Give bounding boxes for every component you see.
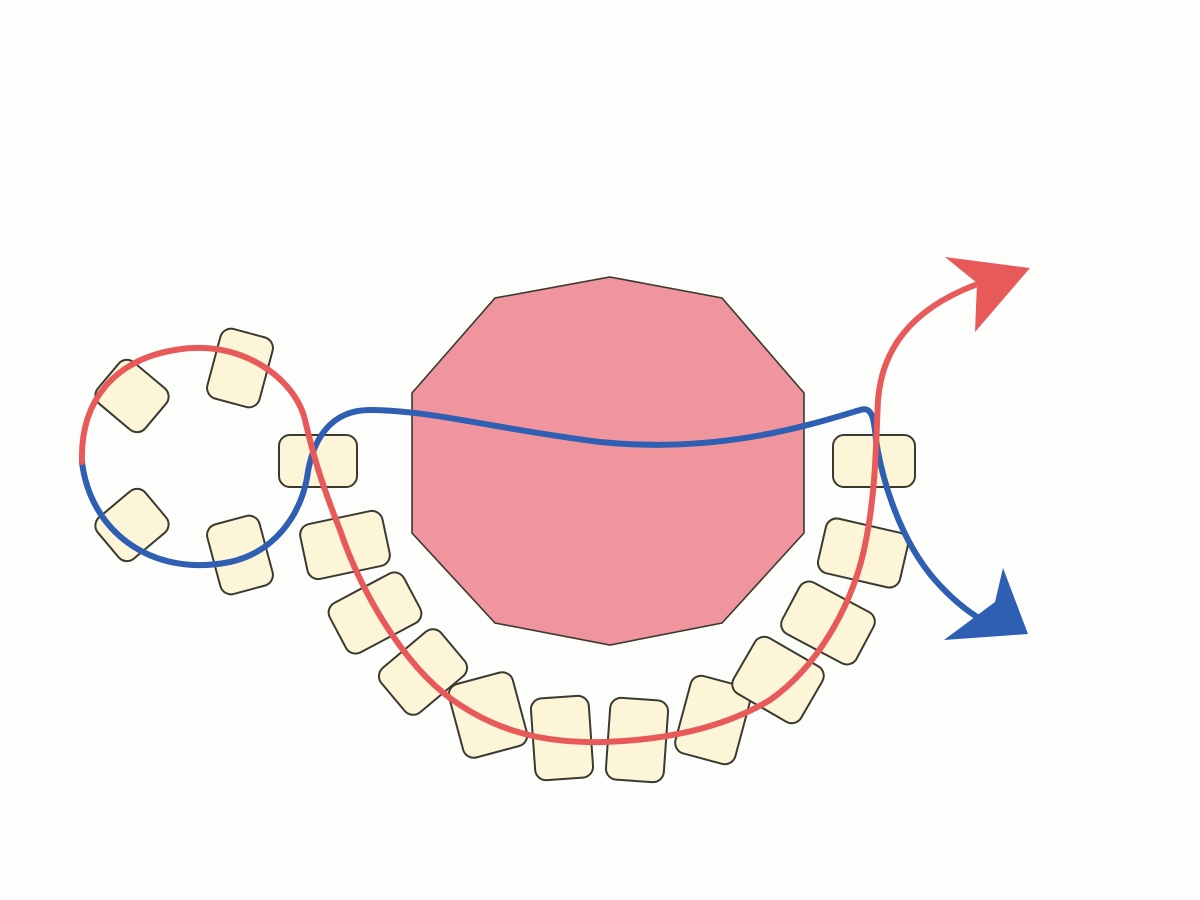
block-9 <box>447 671 529 759</box>
block-4 <box>206 514 274 596</box>
red-path <box>78 282 978 746</box>
blue-path <box>79 406 985 623</box>
block-14 <box>780 580 876 666</box>
red-arrowhead <box>945 257 1030 332</box>
central-decagon <box>411 276 805 646</box>
block-3 <box>94 487 170 563</box>
block-12 <box>674 674 752 766</box>
blue-arrowhead <box>944 568 1028 640</box>
